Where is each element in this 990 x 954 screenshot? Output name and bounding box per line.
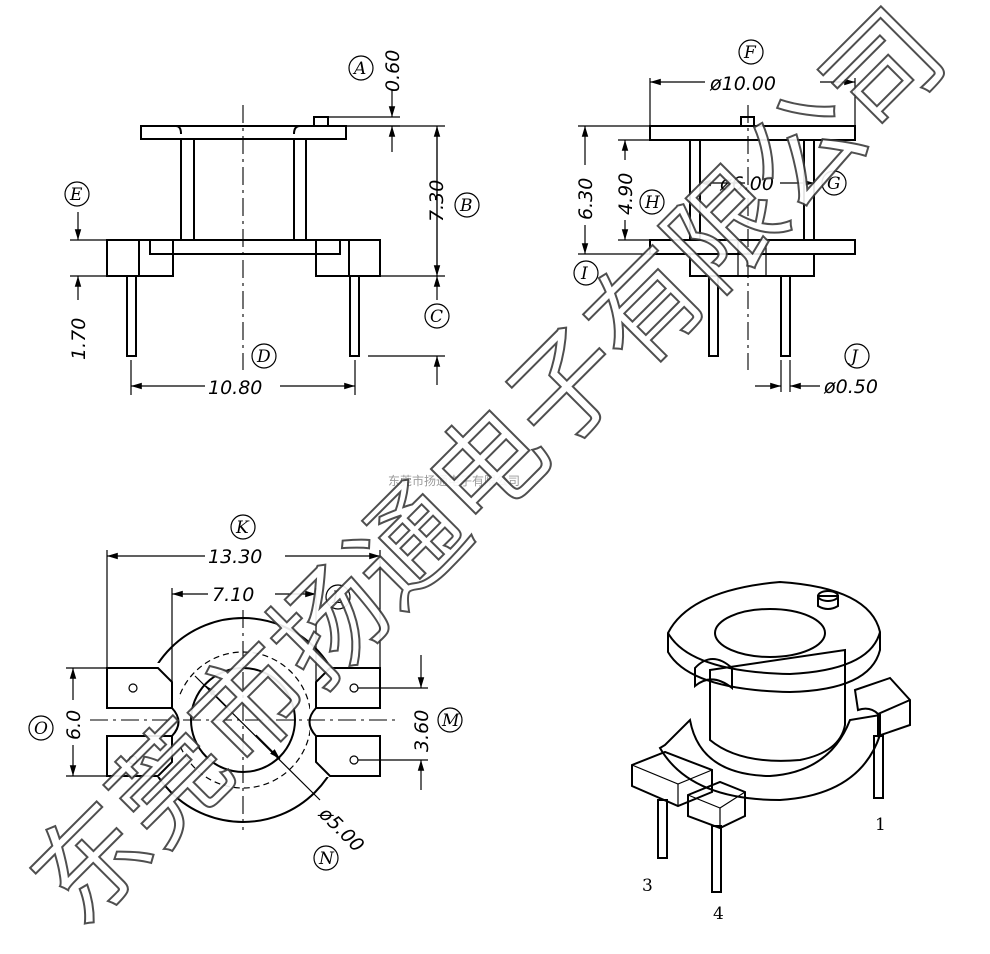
- watermark-small: 东莞市扬通电子有限公司: [388, 473, 520, 488]
- callout-d: D: [251, 343, 277, 369]
- svg-text:C: C: [430, 307, 443, 327]
- dim-f-value: ø10.00: [709, 73, 776, 95]
- svg-text:A: A: [352, 59, 366, 79]
- dim-h-value: 4.90: [615, 173, 637, 215]
- dim-k-value: 13.30: [208, 546, 262, 568]
- dim-a-value: 0.60: [382, 50, 404, 92]
- pin-4-label: 4: [713, 904, 724, 924]
- svg-text:I: I: [580, 264, 588, 284]
- dim-j-value: ø0.50: [823, 376, 878, 398]
- callout-l: L: [325, 584, 351, 610]
- side-view: [578, 78, 856, 392]
- dim-l-value: 7.10: [212, 584, 254, 606]
- callout-i: I: [573, 260, 599, 286]
- dim-i-value: 6.30: [575, 178, 597, 220]
- callout-o: O: [28, 715, 54, 741]
- svg-text:E: E: [69, 185, 83, 205]
- callout-e: E: [64, 181, 90, 207]
- pin-3-label: 3: [642, 876, 653, 896]
- callout-m: M: [437, 707, 463, 733]
- bottom-view: [66, 550, 428, 830]
- svg-text:F: F: [743, 43, 757, 63]
- callout-f: F: [738, 39, 764, 65]
- dim-o-value: 6.0: [63, 710, 85, 740]
- callout-g: G: [821, 170, 847, 196]
- svg-text:L: L: [331, 588, 343, 608]
- svg-text:D: D: [256, 347, 271, 367]
- callout-a: A: [348, 55, 374, 81]
- dim-d-value: 10.80: [208, 377, 262, 399]
- dim-g-value: ø6.00: [719, 173, 774, 195]
- svg-text:B: B: [459, 196, 473, 216]
- pin-numbers: 1 3 4: [642, 815, 886, 924]
- callout-b: B: [454, 192, 480, 218]
- pin-1-label: 1: [875, 815, 886, 835]
- svg-text:G: G: [827, 174, 841, 194]
- dim-b-value: 7.30: [426, 180, 448, 222]
- dim-m-value: 3.60: [411, 710, 433, 752]
- dim-1-70-value: 1.70: [68, 318, 90, 360]
- callout-labels: A B C D E F G H I J K L M N O: [28, 39, 870, 871]
- svg-text:J: J: [848, 347, 859, 367]
- svg-text:H: H: [644, 193, 661, 213]
- isometric-view: [631, 580, 911, 893]
- callout-j: J: [844, 343, 870, 369]
- front-view: [70, 90, 445, 395]
- callout-h: H: [639, 189, 665, 215]
- svg-text:O: O: [34, 719, 48, 739]
- callout-k: K: [230, 514, 256, 540]
- svg-text:N: N: [318, 849, 335, 869]
- callout-n: N: [313, 845, 339, 871]
- svg-text:M: M: [441, 711, 460, 731]
- watermark-large: 东莞市扬通电子有限公司: [7, 0, 970, 949]
- svg-text:K: K: [235, 518, 250, 538]
- callout-c: C: [424, 303, 450, 329]
